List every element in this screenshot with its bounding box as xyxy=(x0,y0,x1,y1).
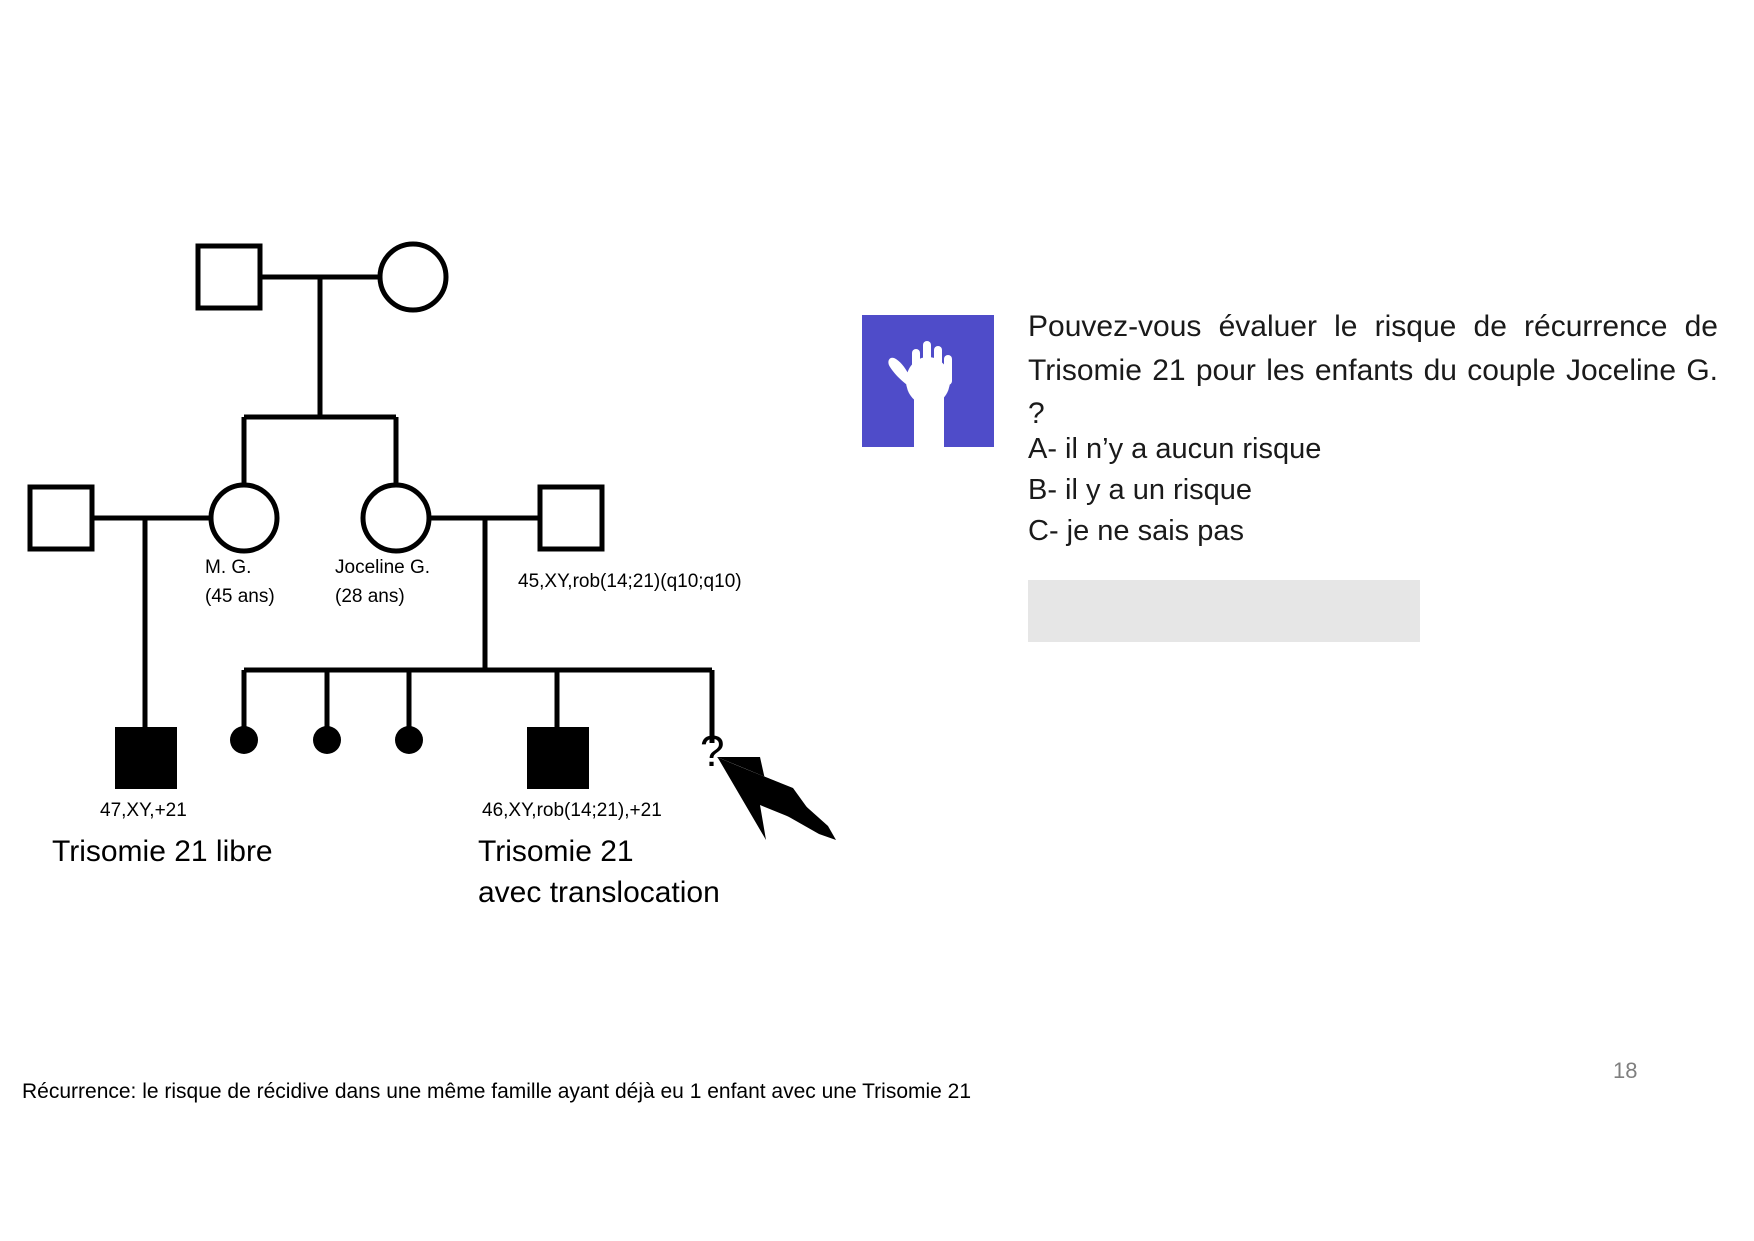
answer-option-a[interactable]: A- il n’y a aucun risque xyxy=(1028,433,1322,465)
pedigree-square-affected-right xyxy=(527,727,589,789)
legend-trisomy-free: Trisomie 21 libre xyxy=(52,835,273,868)
answer-options-list: A- il n’y a aucun risque B- il y a un ri… xyxy=(1028,429,1718,553)
question-text: Pouvez-vous évaluer le risque de récurre… xyxy=(1028,310,1718,430)
label-mg-name: M. G. xyxy=(205,557,252,578)
answer-options-block: A- il n’y a aucun risque B- il y a un ri… xyxy=(1028,429,1718,553)
pedigree-chart: M. G. (45 ans) Joceline G. (28 ans) 45,X… xyxy=(0,0,900,960)
pedigree-circle-gen2-mg xyxy=(208,482,280,554)
answer-option-c[interactable]: C- je ne sais pas xyxy=(1028,515,1244,548)
pedigree-square-gen2-male-left xyxy=(27,484,95,552)
pedigree-circle-gen1-female xyxy=(377,241,449,313)
pedigree-square-gen2-male-right xyxy=(537,484,605,552)
label-child-right-karyotype: 46,XY,rob(14;21),+21 xyxy=(482,800,662,821)
label-child-left-karyotype: 47,XY,+21 xyxy=(100,800,187,821)
pointer-arrow-icon xyxy=(717,757,836,840)
answer-option-b[interactable]: B- il y a un risque xyxy=(1028,474,1253,507)
pedigree-dot-loss-1 xyxy=(230,726,258,754)
pedigree-dot-loss-2 xyxy=(313,726,341,754)
label-mg-age: (45 ans) xyxy=(205,586,275,607)
answer-placeholder-box[interactable] xyxy=(1028,580,1420,642)
page-number: 18 xyxy=(1613,1058,1638,1083)
raised-hand-icon xyxy=(862,315,994,447)
pedigree-square-gen1-male xyxy=(195,243,263,311)
pedigree-square-affected-left xyxy=(115,727,177,789)
label-father-karyotype: 45,XY,rob(14;21)(q10;q10) xyxy=(518,571,742,592)
footnote-text: Récurrence: le risque de récidive dans u… xyxy=(22,1080,972,1103)
label-joceline-age: (28 ans) xyxy=(335,586,405,607)
legend-trisomy-translocation-line2: avec translocation xyxy=(478,876,720,909)
pedigree-dot-loss-3 xyxy=(395,726,423,754)
label-joceline-name: Joceline G. xyxy=(335,557,431,578)
unknown-child-question-mark: ? xyxy=(700,727,725,776)
pedigree-circle-gen2-joceline xyxy=(360,482,432,554)
pedigree-svg xyxy=(27,241,836,840)
question-text-block: Pouvez-vous évaluer le risque de récurre… xyxy=(1028,305,1718,436)
legend-trisomy-translocation-line1: Trisomie 21 xyxy=(478,835,634,868)
